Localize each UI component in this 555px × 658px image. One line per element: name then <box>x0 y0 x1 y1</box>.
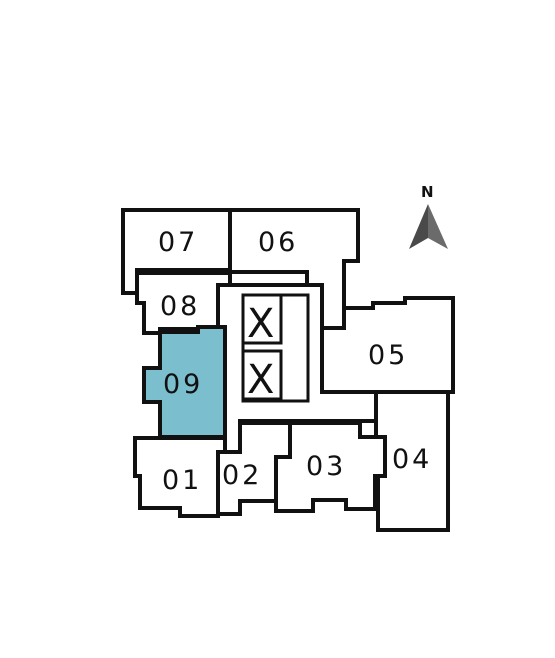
unit-03-label: 03 <box>306 451 346 482</box>
north-arrow: N <box>409 183 448 249</box>
unit-01-label: 01 <box>162 465 202 496</box>
unit-04-label: 04 <box>392 444 432 475</box>
elevator-1 <box>241 293 283 345</box>
unit-05-label: 05 <box>368 340 408 371</box>
unit-06[interactable]: 06 <box>228 208 360 330</box>
unit-09[interactable]: 09 <box>142 325 227 439</box>
elevator-2-marker: X <box>247 357 274 403</box>
unit-01[interactable]: 01 <box>133 436 227 518</box>
unit-05[interactable]: 05 <box>320 296 455 394</box>
unit-07-label: 07 <box>158 227 198 258</box>
unit-03[interactable]: 03 <box>274 421 387 513</box>
north-label: N <box>421 183 434 201</box>
unit-02[interactable]: 02 <box>216 421 292 516</box>
unit-08-label: 08 <box>160 291 200 322</box>
elevator-2 <box>241 349 283 401</box>
unit-06-label: 06 <box>258 227 298 258</box>
elevator-core: X X <box>241 293 310 403</box>
unit-04[interactable]: 04 <box>374 390 450 532</box>
elevator-1-marker: X <box>247 301 274 347</box>
unit-09-label: 09 <box>163 369 203 400</box>
north-arrow-icon <box>409 204 428 249</box>
unit-02-label: 02 <box>222 460 262 491</box>
